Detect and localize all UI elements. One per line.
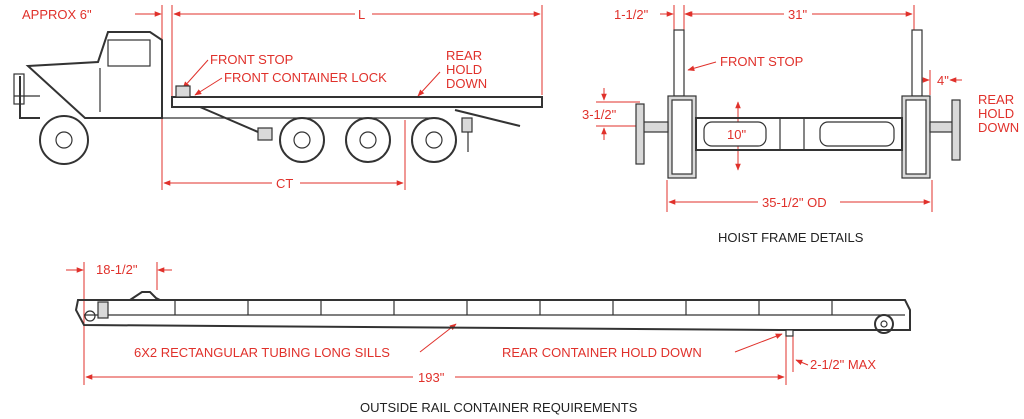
hoist-caption: HOIST FRAME DETAILS — [718, 230, 864, 245]
left-upright — [673, 29, 685, 97]
dim-right: 4" — [937, 73, 949, 88]
rail-container-view: 18-1/2" 6X2 RECTANGULAR TUBING LONG SILL… — [66, 262, 911, 415]
rail-caption: OUTSIDE RAIL CONTAINER REQUIREMENTS — [360, 400, 638, 415]
dim-inner: 10" — [727, 127, 746, 142]
rear-hold-label-3: DOWN — [446, 76, 487, 91]
hoist-rear-hold-2: HOLD — [978, 106, 1014, 121]
cross-frame — [695, 117, 903, 151]
ct-label: CT — [276, 176, 293, 191]
dim-od: 35-1/2" OD — [762, 195, 827, 210]
rear-roller — [874, 314, 894, 334]
truck-bed — [171, 96, 543, 108]
dim-front: 18-1/2" — [96, 262, 138, 277]
dim-height: 3-1/2" — [582, 107, 617, 122]
right-upright — [911, 29, 923, 97]
overall-label: 193" — [418, 370, 445, 385]
rear-hold-down-block — [785, 329, 794, 337]
front-wheel — [39, 115, 89, 165]
hoist-frame-view: 1-1/2" 31" FRONT STOP 4" REAR HOLD DOWN … — [582, 5, 1019, 245]
rear-mechanism — [454, 109, 521, 127]
rear-wheel-2 — [345, 117, 391, 163]
front-hook — [129, 291, 161, 301]
approx-label: APPROX 6" — [22, 7, 92, 22]
hoist-rear-hold-1: REAR — [978, 92, 1014, 107]
truck-cab — [19, 31, 163, 119]
rear-hold-label-1: REAR — [446, 48, 482, 63]
front-stop-block — [175, 85, 191, 98]
hold-down-label: REAR CONTAINER HOLD DOWN — [502, 345, 702, 360]
sills-label: 6X2 RECTANGULAR TUBING LONG SILLS — [134, 345, 390, 360]
dim-width: 31" — [788, 7, 807, 22]
rear-wheel-1 — [279, 117, 325, 163]
max-label: 2-1/2" MAX — [810, 357, 876, 372]
front-container-lock-label: FRONT CONTAINER LOCK — [224, 70, 387, 85]
length-label: L — [358, 7, 365, 22]
container-body — [74, 299, 911, 331]
front-stop-label: FRONT STOP — [720, 54, 803, 69]
rear-hold-label-2: HOLD — [446, 62, 482, 77]
rear-wheel-3 — [411, 117, 457, 163]
cab-window — [107, 39, 151, 67]
hoist-rear-hold-3: DOWN — [978, 120, 1019, 135]
truck-side-view: APPROX 6" L FRONT STOP FRONT CONTAINER L… — [13, 5, 543, 191]
front-stop-label: FRONT STOP — [210, 52, 293, 67]
dim-left-top: 1-1/2" — [614, 7, 649, 22]
